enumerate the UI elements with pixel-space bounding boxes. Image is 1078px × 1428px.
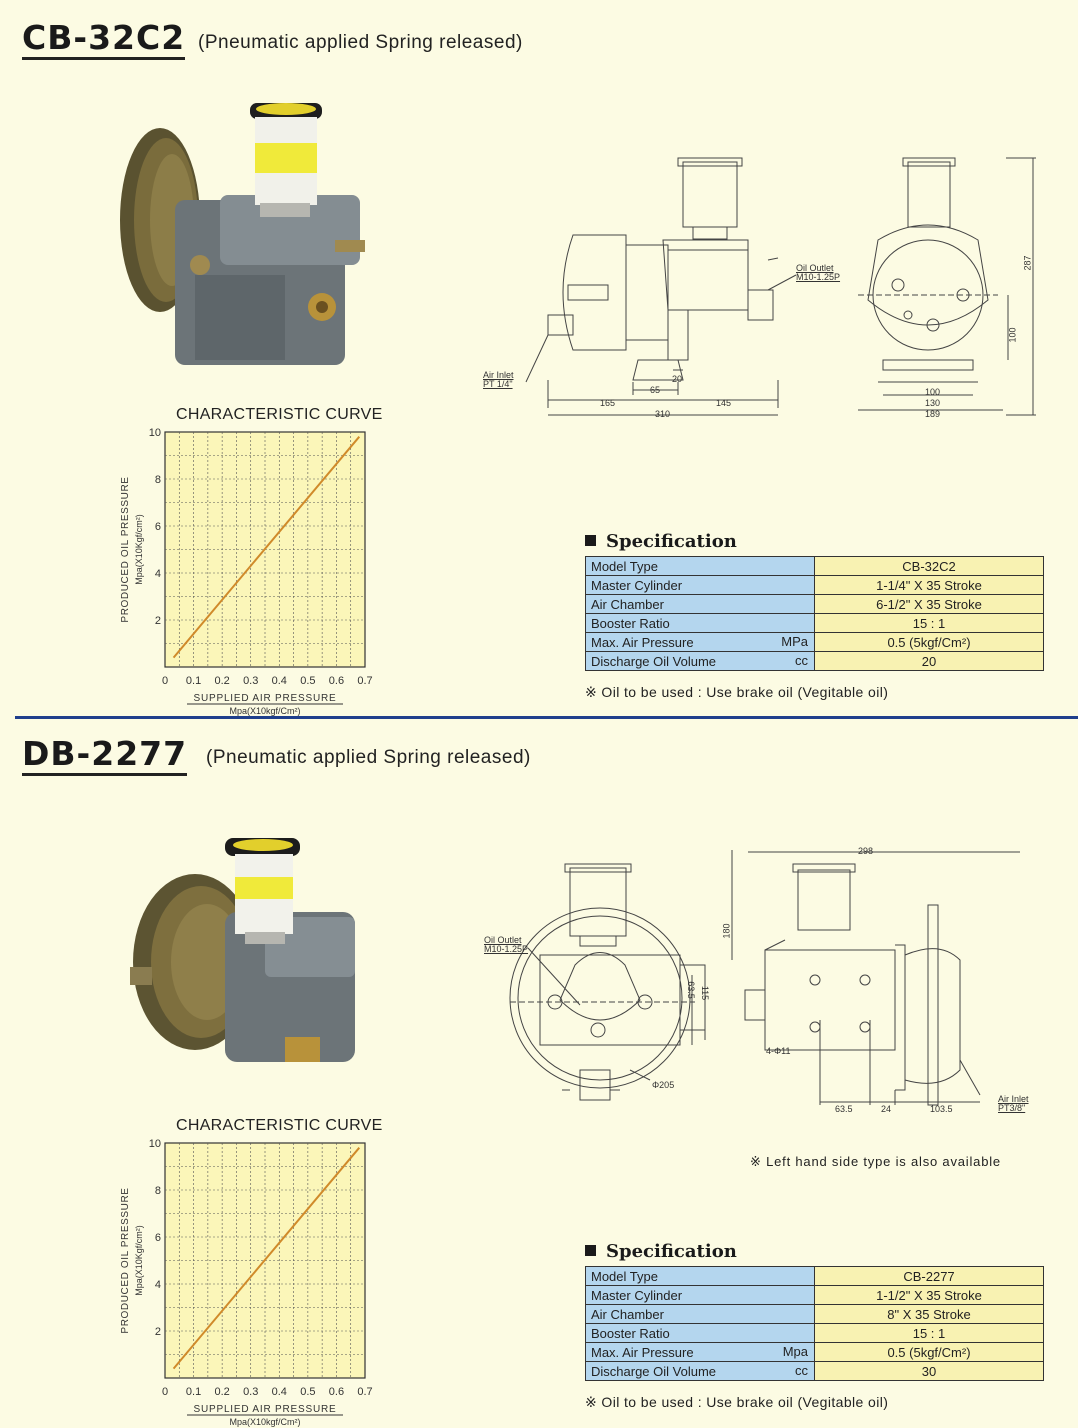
x-axis-unit: Mpa(X10kgf/Cm²)	[229, 1417, 300, 1427]
x-tick-label: 0.6	[329, 1386, 344, 1398]
x-axis-unit: Mpa(X10kgf/Cm²)	[229, 706, 300, 716]
x-tick-label: 0.4	[272, 1386, 287, 1398]
y-tick-label: 8	[155, 1185, 161, 1197]
oil-note: ※ Oil to be used : Use brake oil (Vegita…	[585, 1394, 889, 1410]
x-tick-label: 0	[162, 675, 168, 687]
y-tick-label: 6	[155, 1232, 161, 1244]
model-title: CB-32C2	[22, 20, 186, 60]
dim-130: 130	[925, 398, 941, 408]
dim-65: 65	[650, 385, 661, 395]
dim-165: 165	[600, 398, 616, 408]
product-photo	[120, 103, 365, 365]
x-axis-label: SUPPLIED AIR PRESSURE	[194, 693, 337, 704]
x-tick-label: 0.3	[243, 675, 258, 687]
x-tick-label: 0.6	[329, 675, 344, 687]
x-tick-label: 0.3	[243, 1386, 258, 1398]
x-tick-label: 0.4	[272, 675, 287, 687]
dim-20: 20	[672, 374, 683, 384]
chart-title: CHARACTERISTIC CURVE	[176, 406, 383, 423]
model-subtitle: (Pneumatic applied Spring released)	[198, 32, 523, 53]
oil-note: ※ Oil to be used : Use brake oil (Vegita…	[585, 684, 889, 700]
x-tick-label: 0.7	[357, 675, 372, 687]
dim-189: 189	[925, 409, 941, 419]
x-tick-label: 0	[162, 1386, 168, 1398]
x-tick-label: 0.2	[214, 675, 229, 687]
oil-outlet-label: Oil Outlet M10-1.25P	[796, 263, 841, 282]
y-tick-label: 2	[155, 1326, 161, 1338]
dim-115: 115	[700, 985, 711, 1001]
spec-heading: Specification	[585, 1241, 737, 1262]
y-tick-label: 4	[155, 1279, 161, 1291]
x-tick-label: 0.5	[300, 675, 315, 687]
product-photo	[130, 838, 355, 1062]
square-bullet-icon	[585, 1245, 596, 1256]
dim-100: 100	[925, 387, 941, 397]
curve-line	[172, 1147, 361, 1370]
y-axis-unit: Mpa(X10Kgf/cm²)	[134, 514, 144, 585]
dim-298: 298	[858, 846, 874, 856]
technical-drawing	[525, 157, 1036, 416]
dim-310: 310	[655, 409, 671, 419]
spec-heading: Specification	[585, 531, 737, 552]
x-tick-label: 0.1	[186, 1386, 201, 1398]
dim-180: 180	[721, 923, 732, 939]
air-inlet-label: Air Inlet PT3/8"	[998, 1094, 1029, 1113]
section-divider	[15, 716, 1078, 719]
dim-63-5-vertical: 63.5	[685, 981, 696, 999]
chart-title: CHARACTERISTIC CURVE	[176, 1117, 383, 1134]
y-tick-label: 10	[149, 1138, 161, 1150]
dim-145: 145	[716, 398, 732, 408]
y-tick-label: 2	[155, 615, 161, 627]
model-title: DB-2277	[22, 736, 188, 776]
dim-205: Φ205	[652, 1080, 675, 1090]
x-tick-label: 0.5	[300, 1386, 315, 1398]
dim-103-5: 103.5	[930, 1104, 953, 1114]
y-tick-label: 6	[155, 521, 161, 533]
dim-holes: 4-Φ11	[766, 1046, 791, 1056]
technical-drawing	[509, 850, 1020, 1106]
dim-24: 24	[881, 1104, 892, 1114]
y-axis-unit: Mpa(X10Kgf/cm²)	[134, 1225, 144, 1296]
y-tick-label: 4	[155, 568, 161, 580]
dim-287: 287	[1022, 255, 1033, 271]
oil-outlet-label: Oil Outlet M10-1.25P	[484, 935, 529, 954]
square-bullet-icon	[585, 535, 596, 546]
dim-100-vertical: 100	[1007, 327, 1018, 343]
x-tick-label: 0.2	[214, 1386, 229, 1398]
curve-line	[172, 436, 361, 659]
model-subtitle: (Pneumatic applied Spring released)	[206, 747, 531, 768]
y-axis-label: PRODUCED OIL PRESSURE	[120, 476, 131, 622]
left-hand-note: ※ Left hand side type is also available	[750, 1154, 1001, 1169]
air-inlet-label: Air Inlet PT 1/4"	[483, 370, 514, 389]
dim-63-5: 63.5	[835, 1104, 853, 1114]
x-axis-label: SUPPLIED AIR PRESSURE	[194, 1404, 337, 1415]
y-tick-label: 10	[149, 427, 161, 439]
x-tick-label: 0.7	[357, 1386, 372, 1398]
y-axis-label: PRODUCED OIL PRESSURE	[120, 1187, 131, 1333]
x-tick-label: 0.1	[186, 675, 201, 687]
y-tick-label: 8	[155, 474, 161, 486]
